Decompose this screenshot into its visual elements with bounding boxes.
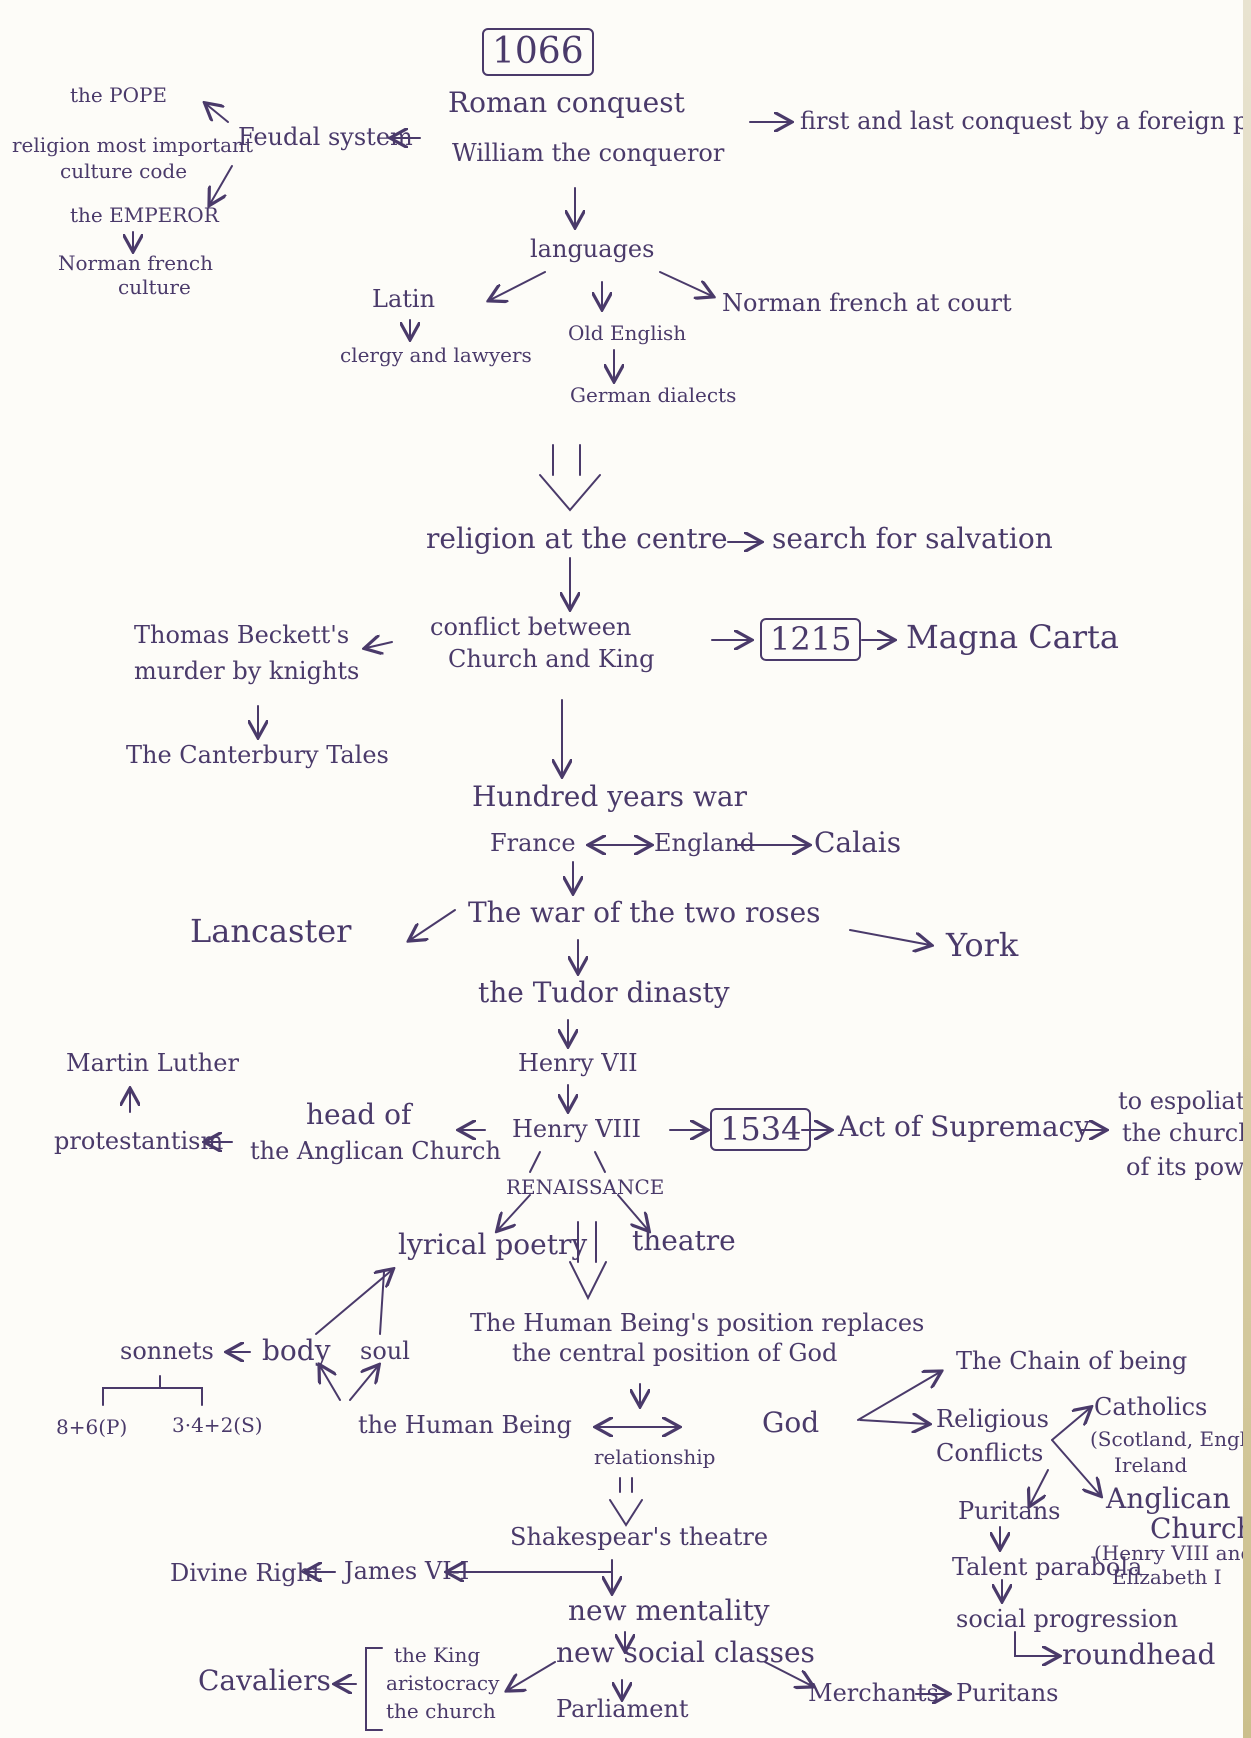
talent-parabola: Talent parabola xyxy=(952,1553,1143,1581)
religion-most-important: religion most important xyxy=(12,133,253,157)
the-church: the church xyxy=(386,1699,496,1723)
relationship: relationship xyxy=(594,1445,716,1469)
roman-conquest: Roman conquest xyxy=(448,86,685,119)
cavaliers: Cavaliers xyxy=(198,1664,331,1697)
clergy-and-lawyers: clergy and lawyers xyxy=(340,343,532,367)
roundhead: roundhead xyxy=(1062,1638,1216,1671)
year-1066-box: 1066 xyxy=(482,28,594,76)
act-of-supremacy: Act of Supremacy xyxy=(838,1110,1091,1143)
sonnet-shakespearean: 3·4+2(S) xyxy=(172,1413,263,1437)
puritans: Puritans xyxy=(958,1497,1061,1525)
paper-edge xyxy=(1243,0,1251,1738)
england: England xyxy=(654,829,756,857)
search-for-salvation: search for salvation xyxy=(772,522,1053,555)
puritans-2: Puritans xyxy=(956,1679,1059,1707)
body: body xyxy=(262,1334,331,1367)
anglican-who-line2: Elizabeth I xyxy=(1112,1565,1222,1589)
religious-conflicts-line1: Religious xyxy=(936,1405,1049,1433)
norman-french-at-court: Norman french at court xyxy=(722,289,1012,317)
old-english: Old English xyxy=(568,321,687,345)
conflict-line2: Church and King xyxy=(448,645,655,673)
catholics-where-line1: (Scotland, England, xyxy=(1090,1427,1251,1451)
divine-right: Divine Right xyxy=(170,1559,322,1587)
canterbury-tales: The Canterbury Tales xyxy=(126,741,389,769)
beckett-line2: murder by knights xyxy=(134,657,360,685)
the-king: the King xyxy=(394,1643,481,1667)
conflict-line1: conflict between xyxy=(430,613,632,641)
god: God xyxy=(762,1406,820,1439)
calais: Calais xyxy=(814,826,902,859)
the-human-being: the Human Being xyxy=(358,1411,572,1439)
chain-of-being: The Chain of being xyxy=(956,1347,1188,1375)
james-vi-i: James VI-I xyxy=(344,1557,470,1585)
protestantism: protestantism xyxy=(54,1127,224,1155)
aristocracy: aristocracy xyxy=(386,1671,500,1695)
religion-at-the-centre: religion at the centre xyxy=(426,522,728,555)
religious-conflicts-line2: Conflicts xyxy=(936,1439,1044,1467)
soul: soul xyxy=(360,1337,410,1365)
culture-code: culture code xyxy=(60,159,188,183)
shakespeare-theatre: Shakespear's theatre xyxy=(510,1523,769,1551)
henry-viii: Henry VIII xyxy=(512,1115,642,1143)
beckett-line1: Thomas Beckett's xyxy=(134,621,350,649)
espoliate-line2: the church xyxy=(1122,1119,1251,1147)
norman-french-culture-line1: Norman french xyxy=(58,251,213,275)
latin: Latin xyxy=(372,285,436,313)
henry-vii: Henry VII xyxy=(518,1049,638,1077)
norman-french-culture-line2: culture xyxy=(118,275,191,299)
theatre: theatre xyxy=(632,1224,736,1257)
espoliate-line3: of its power xyxy=(1126,1153,1251,1181)
head-of-line1: head of xyxy=(306,1098,412,1131)
lyrical-poetry: lyrical poetry xyxy=(398,1228,588,1261)
sonnets: sonnets xyxy=(120,1337,214,1365)
tudor-dinasty: the Tudor dinasty xyxy=(478,976,730,1009)
france: France xyxy=(490,829,576,857)
first-last-conquest: first and last conquest by a foreign pow… xyxy=(800,107,1251,135)
magna-carta: Magna Carta xyxy=(906,618,1119,656)
human-position-line2: the central position of God xyxy=(512,1339,838,1367)
anglican-who-line1: (Henry VIII and xyxy=(1094,1541,1251,1565)
catholics-where-line2: Ireland xyxy=(1114,1453,1188,1477)
merchants: Merchants xyxy=(808,1679,939,1707)
war-of-the-two-roses: The war of the two roses xyxy=(468,896,821,929)
sonnet-petrarchan: 8+6(P) xyxy=(56,1415,128,1439)
catholics: Catholics xyxy=(1094,1393,1208,1421)
new-mentality: new mentality xyxy=(568,1594,770,1627)
the-pope: the POPE xyxy=(70,83,168,107)
new-social-classes: new social classes xyxy=(556,1636,815,1669)
german-dialects: German dialects xyxy=(570,383,737,407)
parliament: Parliament xyxy=(556,1695,689,1723)
hundred-years-war: Hundred years war xyxy=(472,780,747,813)
head-of-line2: the Anglican Church xyxy=(250,1137,501,1165)
martin-luther: Martin Luther xyxy=(66,1049,239,1077)
languages: languages xyxy=(530,235,655,263)
feudal-system: Feudal system xyxy=(238,123,413,151)
anglican-line1: Anglican xyxy=(1106,1482,1231,1515)
human-position-line1: The Human Being's position replaces xyxy=(470,1309,925,1337)
espoliate-line1: to espoliate xyxy=(1118,1087,1251,1115)
year-1215-box: 1215 xyxy=(760,618,862,662)
york: York xyxy=(946,926,1019,964)
lancaster: Lancaster xyxy=(190,912,352,950)
anglican-line2: Church xyxy=(1150,1512,1251,1545)
the-emperor: the EMPEROR xyxy=(70,203,219,227)
social-progression: social progression xyxy=(956,1605,1179,1633)
renaissance: RENAISSANCE xyxy=(506,1175,665,1199)
year-1534-box: 1534 xyxy=(710,1108,812,1152)
william-the-conqueror: William the conqueror xyxy=(452,139,725,167)
